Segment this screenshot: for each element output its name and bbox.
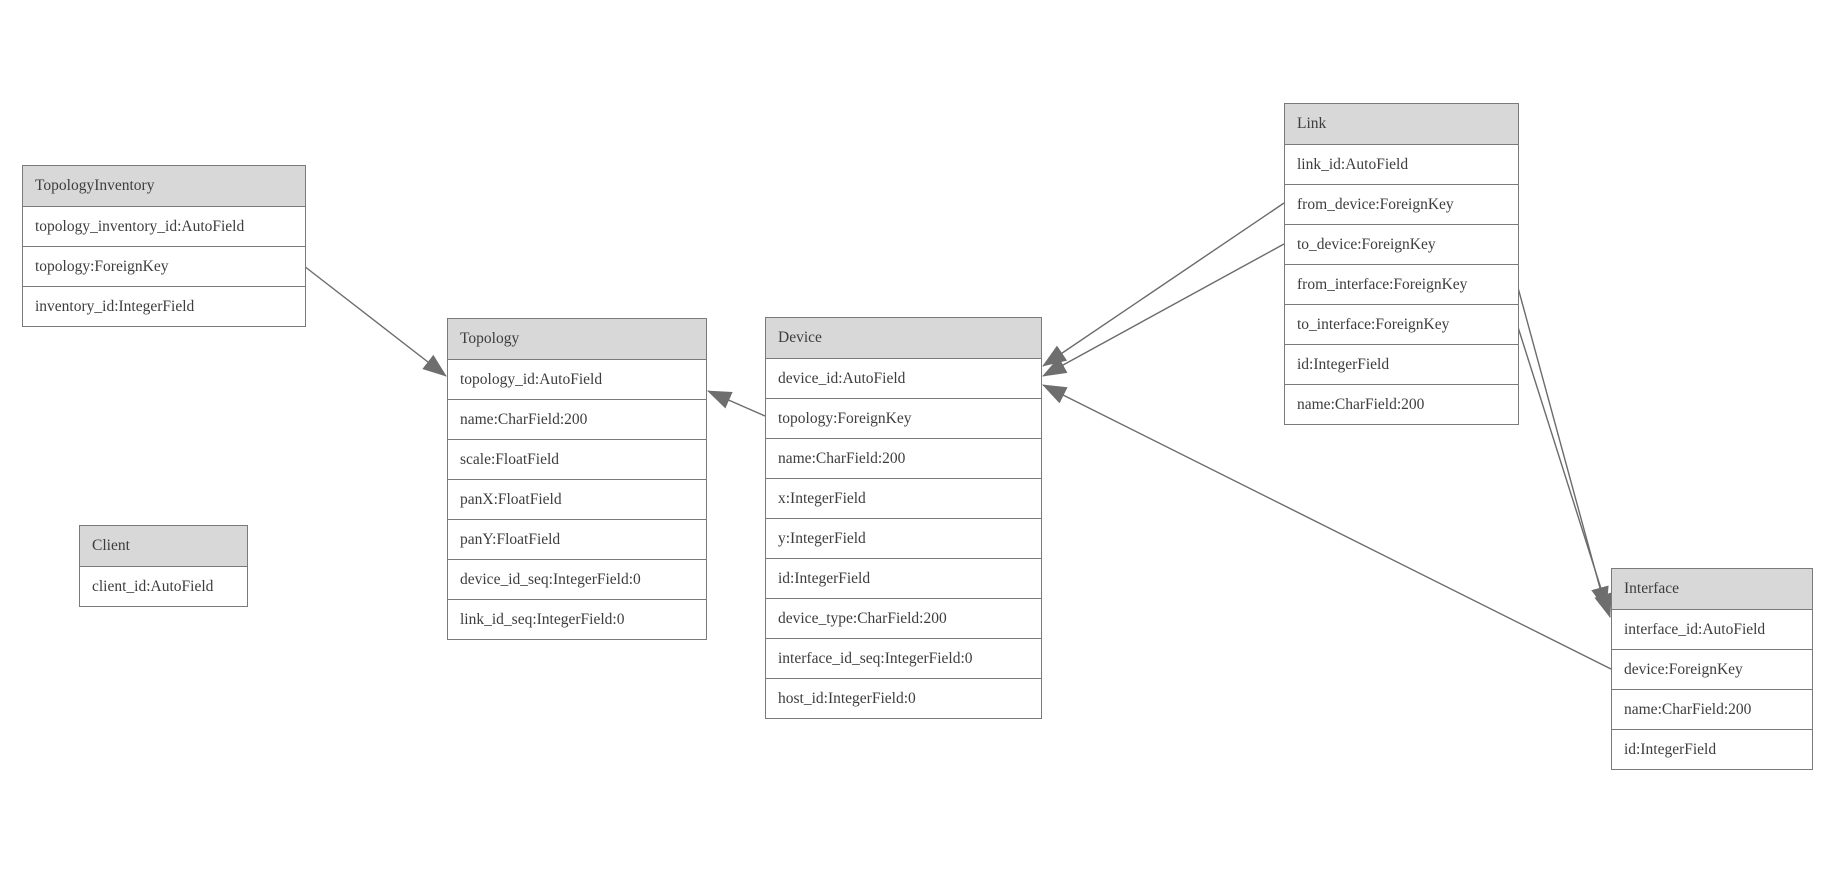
table-field-row: interface_id:AutoField <box>1612 610 1812 650</box>
table-field-row: panY:FloatField <box>448 520 706 560</box>
table-title-topology: Topology <box>448 319 706 360</box>
table-field-row: name:CharField:200 <box>1285 385 1518 424</box>
table-field-row: scale:FloatField <box>448 440 706 480</box>
relationship-edge-topologyinventory-topology <box>303 265 447 377</box>
table-field-row: topology_id:AutoField <box>448 360 706 400</box>
relationship-edge-device-topology <box>707 390 766 417</box>
table-field-row: device_id_seq:IntegerField:0 <box>448 560 706 600</box>
table-field-row: link_id:AutoField <box>1285 145 1518 185</box>
table-field-row: id:IntegerField <box>1612 730 1812 769</box>
table-field-row: topology:ForeignKey <box>766 399 1041 439</box>
table-field-row: to_device:ForeignKey <box>1285 225 1518 265</box>
table-field-row: id:IntegerField <box>766 559 1041 599</box>
table-field-row: panX:FloatField <box>448 480 706 520</box>
relationship-edge-link-to-device-device <box>1042 243 1285 377</box>
relationship-edge-link-to-interface-interface <box>1516 323 1612 618</box>
table-field-row: topology:ForeignKey <box>23 247 305 287</box>
table-field-row: to_interface:ForeignKey <box>1285 305 1518 345</box>
table-field-row: id:IntegerField <box>1285 345 1518 385</box>
relationship-edge-link-from-device-device <box>1042 202 1285 367</box>
table-field-row: from_device:ForeignKey <box>1285 185 1518 225</box>
table-field-row: topology_inventory_id:AutoField <box>23 207 305 247</box>
table-field-row: interface_id_seq:IntegerField:0 <box>766 639 1041 679</box>
table-field-row: host_id:IntegerField:0 <box>766 679 1041 718</box>
table-field-row: y:IntegerField <box>766 519 1041 559</box>
table-field-row: name:CharField:200 <box>448 400 706 440</box>
table-field-row: x:IntegerField <box>766 479 1041 519</box>
table-title-client: Client <box>80 526 247 567</box>
table-field-row: device_type:CharField:200 <box>766 599 1041 639</box>
table-field-row: device:ForeignKey <box>1612 650 1812 690</box>
table-title-device: Device <box>766 318 1041 359</box>
table-field-row: name:CharField:200 <box>766 439 1041 479</box>
relationship-edge-interface-device-device <box>1042 384 1612 670</box>
table-title-link: Link <box>1285 104 1518 145</box>
table-title-interface: Interface <box>1612 569 1812 610</box>
table-field-row: client_id:AutoField <box>80 567 247 606</box>
table-title-topologyinventory: TopologyInventory <box>23 166 305 207</box>
table-field-row: name:CharField:200 <box>1612 690 1812 730</box>
table-field-row: from_interface:ForeignKey <box>1285 265 1518 305</box>
table-field-row: device_id:AutoField <box>766 359 1041 399</box>
table-field-row: inventory_id:IntegerField <box>23 287 305 326</box>
table-field-row: link_id_seq:IntegerField:0 <box>448 600 706 639</box>
